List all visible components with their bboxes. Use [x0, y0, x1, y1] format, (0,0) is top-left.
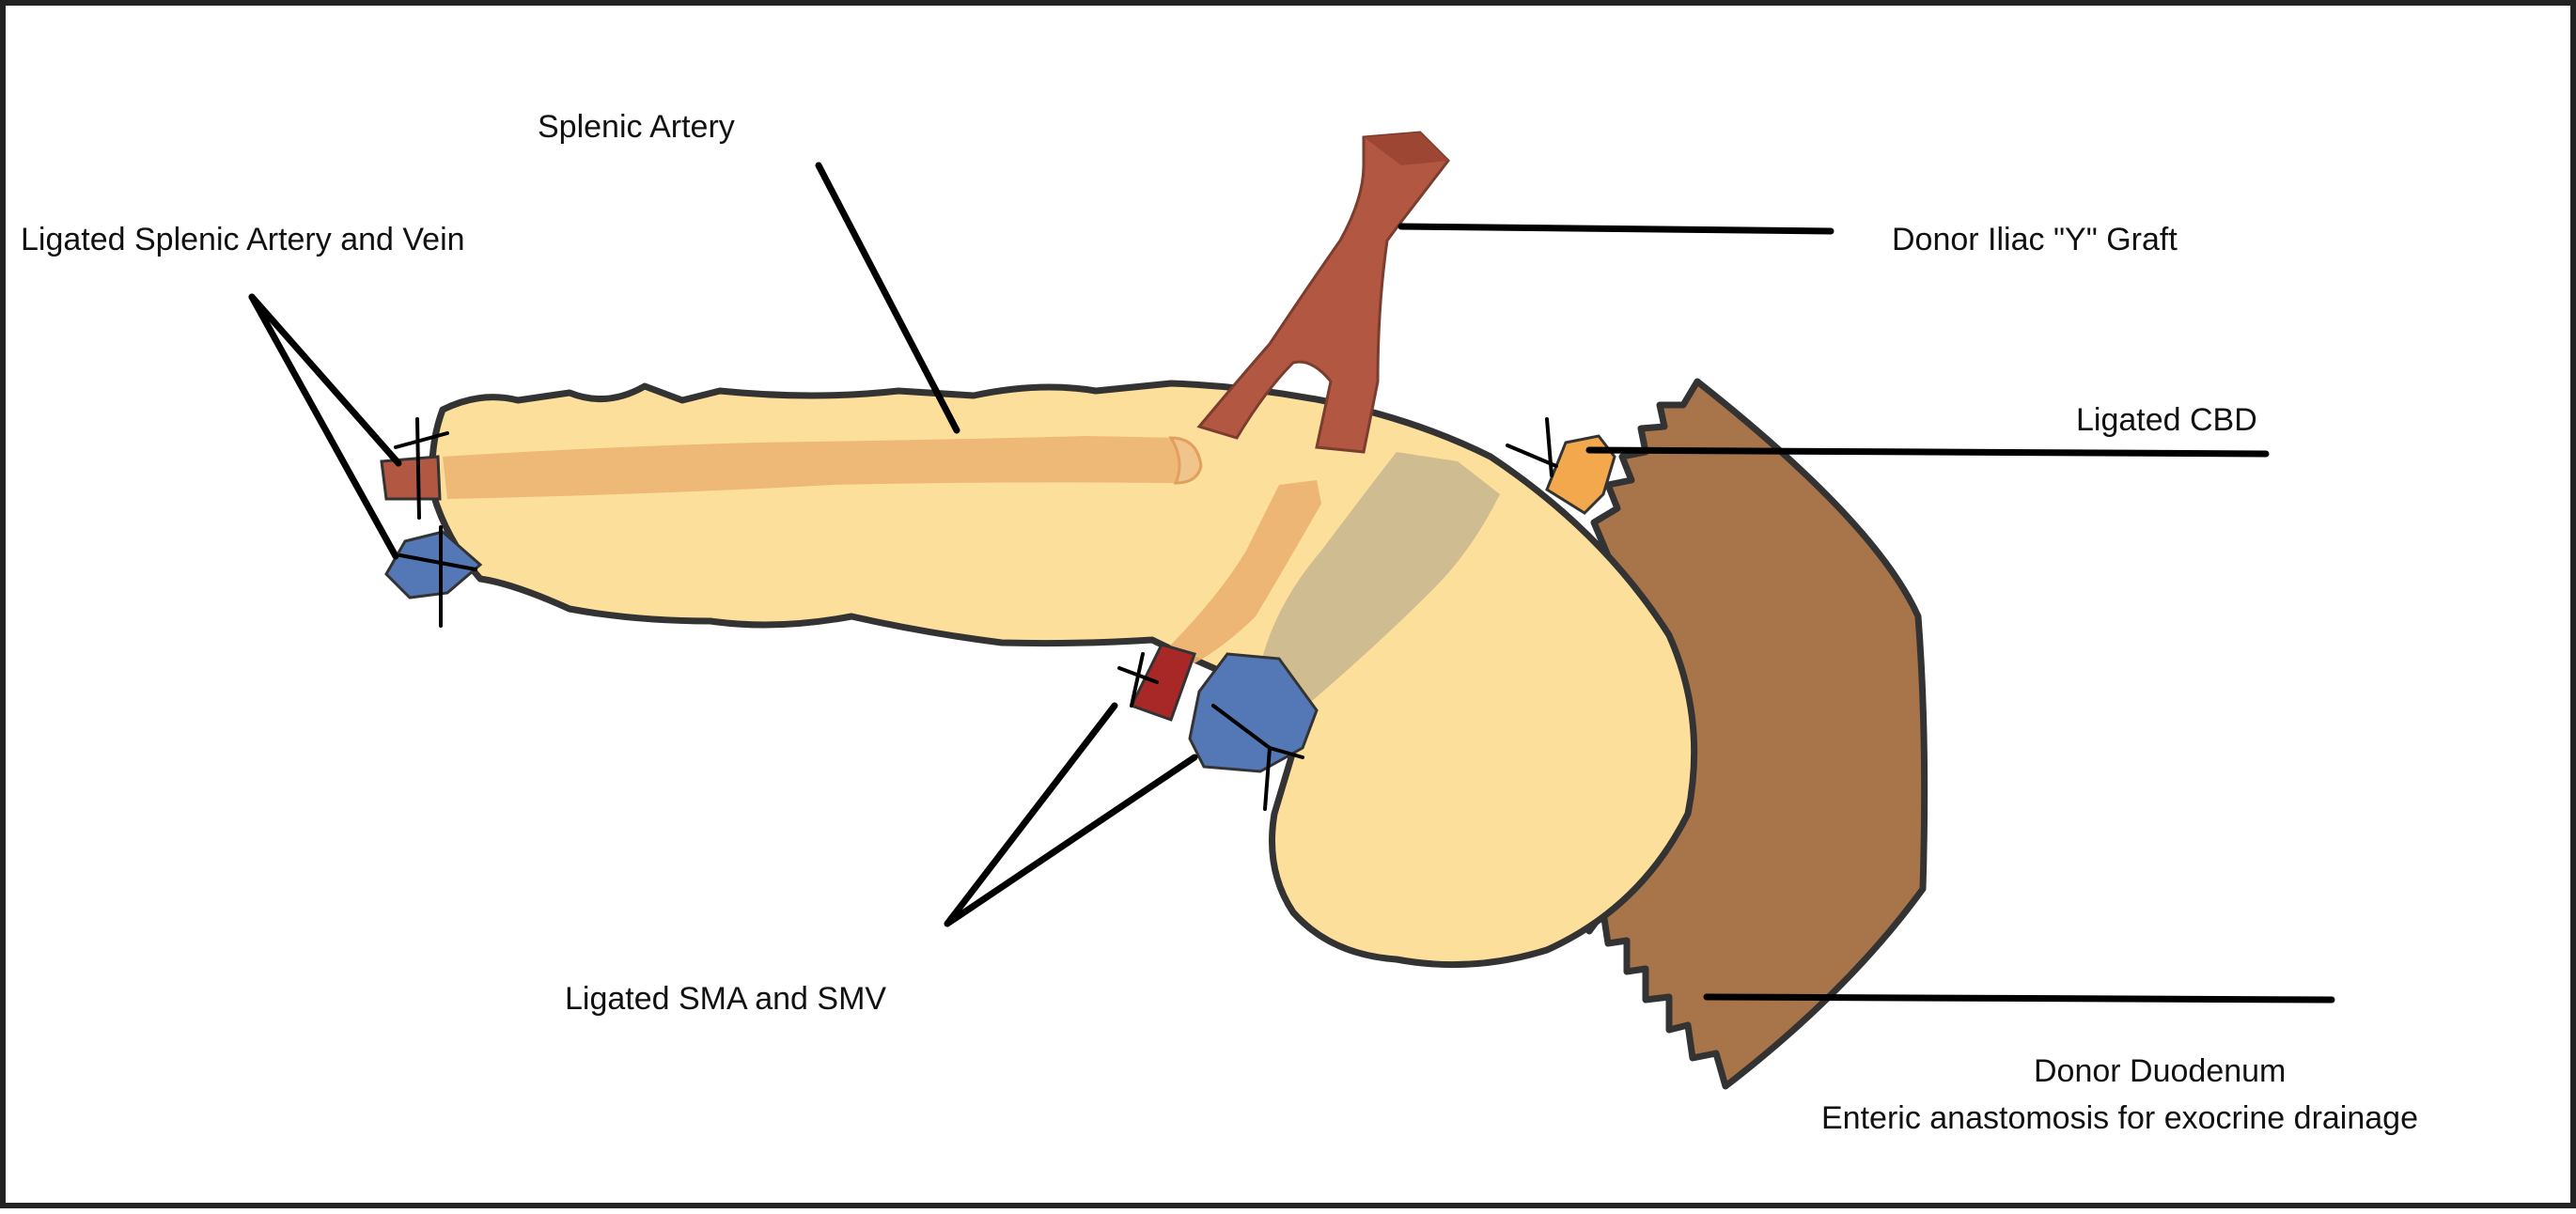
leader-lines [248, 162, 2335, 1004]
label-ligated-sma-smv: Ligated SMA and SMV [565, 981, 886, 1017]
iliac-y-graft [1196, 131, 1450, 454]
label-ligated-cbd: Ligated CBD [2076, 402, 2257, 438]
leader-splenic-artery [815, 162, 960, 434]
smv-stump [1188, 652, 1319, 773]
label-enteric-anastomosis: Enteric anastomosis for exocrine drainag… [1821, 1100, 2418, 1136]
leader-ligated-splenic-2 [248, 293, 399, 560]
splenic-artery-cut-end [1168, 436, 1203, 485]
label-donor-iliac: Donor Iliac "Y" Graft [1892, 222, 2178, 257]
portal-vein-inner [1256, 452, 1500, 701]
iliac-y-graft-top [1364, 132, 1448, 165]
leader-ligated-splenic-1 [248, 293, 402, 467]
ligature-marks [394, 417, 1558, 811]
label-ligated-splenic: Ligated Splenic Artery and Vein [21, 222, 465, 257]
cbd-stump [1545, 434, 1616, 515]
leader-ligated-sma-1 [944, 702, 1118, 927]
leader-ligated-cbd [1585, 446, 2270, 458]
label-splenic-artery: Splenic Artery [538, 109, 735, 145]
sma-inner [1166, 480, 1321, 663]
leader-donor-duodenum [1703, 993, 2335, 1004]
splenic-artery-stump [380, 455, 442, 501]
splenic-artery-inner [443, 436, 1200, 499]
pancreas-transplant-diagram: Splenic Artery Ligated Splenic Artery an… [21, 109, 2418, 1136]
label-donor-duodenum: Donor Duodenum [2034, 1053, 2286, 1089]
leader-donor-iliac [1397, 223, 1834, 235]
sma-stump [1129, 643, 1196, 722]
leader-ligated-sma-2 [944, 754, 1198, 927]
